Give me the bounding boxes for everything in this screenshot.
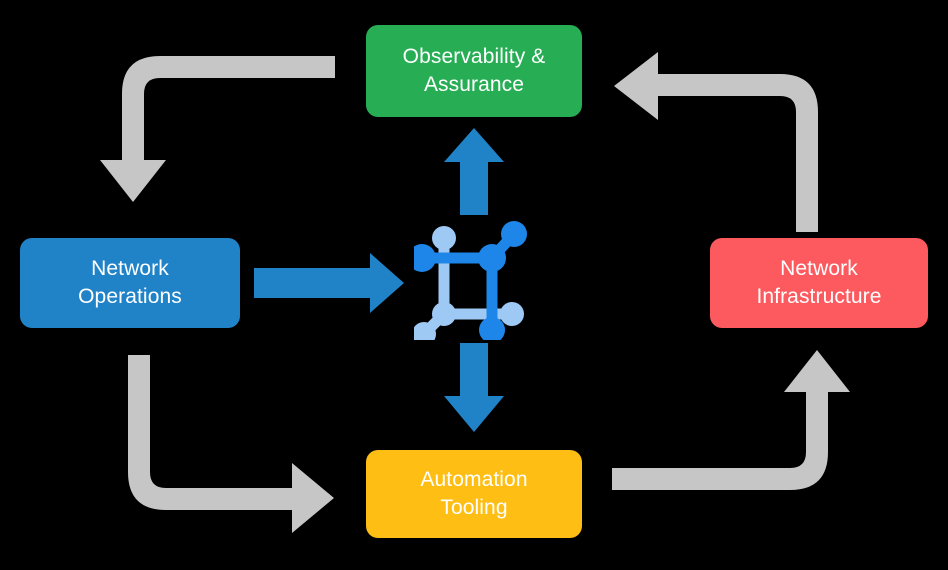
topology-node-dark-bottom: [479, 317, 505, 340]
node-label-automation-tooling: Automation Tooling: [420, 468, 528, 519]
arrow-observability-to-ops: [100, 56, 335, 202]
topology-node-light-top: [432, 226, 456, 250]
arrow-ops-to-center: [254, 253, 404, 313]
network-topology-icon: [414, 221, 527, 340]
node-label-network-operations: Network Operations: [78, 257, 182, 308]
arrow-infrastructure-to-observability: [614, 52, 818, 232]
node-box-network-operations[interactable]: Network Operations: [20, 238, 240, 328]
topology-node-light-corner: [414, 322, 436, 340]
topology-node-dark-center: [478, 244, 506, 272]
node-label-observability: Observability & Assurance: [402, 45, 546, 96]
arrow-center-to-automation: [444, 343, 504, 432]
arrow-center-to-observability: [444, 128, 504, 215]
topology-nodes-light: [414, 226, 524, 340]
topology-node-light-right: [500, 302, 524, 326]
topology-node-dark-topright: [501, 221, 527, 247]
node-box-network-infrastructure[interactable]: Network Infrastructure: [710, 238, 928, 328]
arrow-ops-to-automation: [128, 355, 334, 533]
topology-nodes-dark: [414, 221, 527, 340]
arrow-automation-to-infrastructure: [612, 350, 850, 490]
topology-node-light-hub: [432, 302, 456, 326]
node-box-automation-tooling[interactable]: Automation Tooling: [366, 450, 582, 538]
node-box-observability[interactable]: Observability & Assurance: [366, 25, 582, 117]
node-label-network-infrastructure: Network Infrastructure: [756, 257, 882, 308]
topology-node-dark-left: [414, 244, 436, 272]
